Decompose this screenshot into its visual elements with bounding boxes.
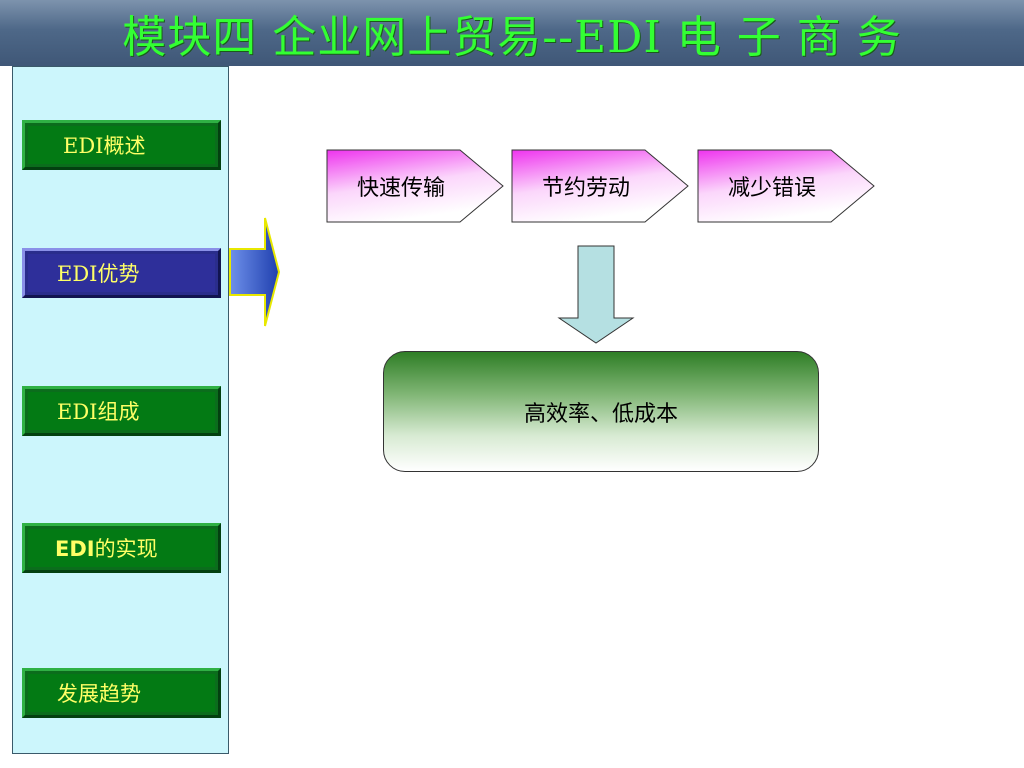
result-label: 高效率、低成本 <box>523 401 678 427</box>
sidebar-item-edi-overview[interactable]: EDI概述 <box>22 120 221 170</box>
flow-step-label: 快速传输 <box>356 176 445 201</box>
sidebar-item-label-cn: 的实现 <box>94 537 158 561</box>
flow-step-label: 节约劳动 <box>541 176 630 201</box>
sidebar-nav: EDI概述 EDI优势 EDI组成 EDI的实现 发展趋势 <box>12 66 229 754</box>
flow-step-reduce-errors: 减少错误 <box>697 148 877 224</box>
sidebar-item-label: 发展趋势 <box>57 682 141 706</box>
page-title: 模块四 企业网上贸易--EDI 电 子 商 务 <box>122 12 902 63</box>
sidebar-item-edi-components[interactable]: EDI组成 <box>22 386 221 436</box>
title-bar: 模块四 企业网上贸易--EDI 电 子 商 务 <box>0 0 1024 66</box>
right-arrow-icon <box>229 216 281 332</box>
sidebar-item-label-latin: EDI <box>55 537 95 561</box>
down-arrow-icon <box>556 244 636 350</box>
sidebar-item-label: EDI组成 <box>57 400 140 424</box>
sidebar-item-edi-advantages[interactable]: EDI优势 <box>22 248 221 298</box>
flow-step-save-labor: 节约劳动 <box>511 148 691 224</box>
flow-step-fast-transmission: 快速传输 <box>326 148 506 224</box>
result-box: 高效率、低成本 <box>383 351 819 472</box>
sidebar-item-edi-implementation[interactable]: EDI的实现 <box>22 523 221 573</box>
sidebar-item-label: EDI优势 <box>57 262 140 286</box>
flow-step-label: 减少错误 <box>727 176 816 201</box>
sidebar-item-label: EDI概述 <box>63 134 146 158</box>
sidebar-item-label: EDI的实现 <box>25 533 158 563</box>
sidebar-item-development-trends[interactable]: 发展趋势 <box>22 668 221 718</box>
